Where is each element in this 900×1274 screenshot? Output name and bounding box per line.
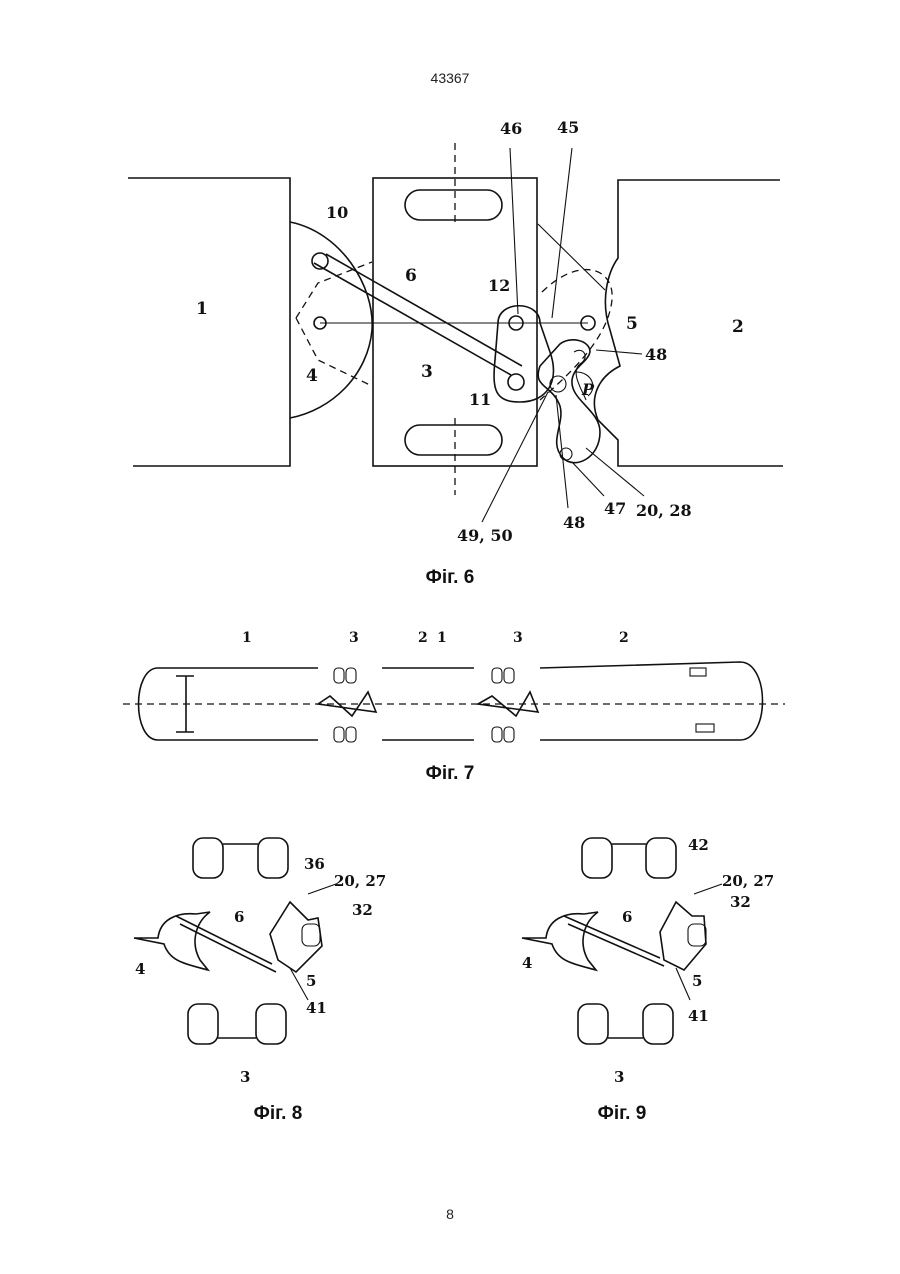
fig8-label-32: 32: [352, 901, 373, 919]
fig8-label-36: 36: [304, 855, 325, 873]
fig7-label-3: 3: [349, 630, 359, 646]
fig6-label-6: 6: [405, 266, 417, 286]
lever-plate: [494, 306, 553, 402]
fig6-label-46: 46: [500, 119, 522, 138]
fig6-label-12: 12: [488, 276, 510, 295]
wheel: [578, 1004, 608, 1044]
bogie-slot-top: [405, 190, 502, 220]
fig7-caption: Фіг. 7: [390, 763, 510, 785]
fig8-label-4: 4: [135, 960, 145, 978]
fig6-label-1: 1: [196, 299, 208, 319]
wheel: [334, 727, 344, 742]
wheel: [582, 838, 612, 878]
wheel: [492, 727, 502, 742]
car-2-body: [594, 180, 783, 466]
fig8-label-5: 5: [306, 972, 316, 990]
wheel: [643, 1004, 673, 1044]
fig8-label-41: 41: [306, 999, 327, 1017]
train-car-2: [540, 662, 763, 740]
fig9-label-4: 4: [522, 954, 532, 972]
fig6-label-4: 4: [306, 366, 318, 386]
fig7-label-1: 1: [242, 630, 252, 646]
wheel: [346, 727, 356, 742]
figure-7-drawing: 1 3 2 1 3 2: [123, 630, 785, 742]
figure-6-drawing: 1 2 3 4 5 6 10 11 12 46 45 48 48 47 20, …: [128, 118, 783, 545]
fig6-label-48-top: 48: [645, 345, 667, 364]
fig7-label-1b: 1: [437, 630, 447, 646]
car-2-line-a: [538, 224, 605, 290]
coupler-hook-47: [538, 340, 600, 463]
end-wheel-bottom: [696, 724, 714, 732]
buffer-32: [302, 924, 320, 946]
fig9-label-42: 42: [688, 836, 709, 854]
fig8-label-3: 3: [240, 1068, 250, 1086]
page-number: 8: [0, 1206, 900, 1222]
fig9-label-41: 41: [688, 1007, 709, 1025]
buffer-32: [688, 924, 706, 946]
leader-20-28: [586, 448, 644, 496]
fig9-label-20-27: 20, 27: [722, 872, 774, 890]
fig9-label-3: 3: [614, 1068, 624, 1086]
bogie-slot-bottom: [405, 425, 502, 455]
figure-8-drawing: 36 20, 27 32 6 4 5 41 3: [134, 838, 386, 1086]
leader-45: [552, 148, 572, 318]
fig6-label-5: 5: [626, 314, 638, 334]
pin-11: [508, 374, 524, 390]
fig8-caption: Фіг. 8: [218, 1103, 338, 1125]
leader-48-top: [596, 350, 642, 354]
fig9-label-6: 6: [622, 908, 632, 926]
fig6-label-45: 45: [557, 118, 579, 137]
leader-47: [572, 462, 604, 496]
leader-41: [676, 968, 690, 1000]
fig6-label-20-28: 20, 28: [636, 501, 692, 520]
link-rod-6-b: [326, 254, 522, 366]
leader-49-50: [482, 392, 548, 522]
wheel: [504, 668, 514, 683]
coupler-head-5: [270, 902, 322, 972]
fig9-caption: Фіг. 9: [562, 1103, 682, 1125]
wheel: [193, 838, 223, 878]
fig6-label-49-50: 49, 50: [457, 526, 513, 545]
leader-46: [510, 148, 518, 314]
car-1-body: [128, 178, 290, 466]
fig7-label-2b: 2: [619, 630, 629, 646]
link-rod-6: [564, 916, 660, 958]
wheel: [188, 1004, 218, 1044]
fig6-label-11: 11: [469, 390, 491, 409]
fig6-label-10: 10: [326, 203, 348, 222]
wheel: [646, 838, 676, 878]
leader-20-27: [694, 884, 722, 894]
coupler-head-4: [522, 912, 598, 970]
fig7-label-2: 2: [418, 630, 428, 646]
link-rod-6b: [180, 924, 276, 972]
fig9-label-5: 5: [692, 972, 702, 990]
fig6-caption: Фіг. 6: [390, 567, 510, 589]
link-rod-6: [176, 916, 272, 964]
wheel: [346, 668, 356, 683]
coupler-head-5: [660, 902, 706, 970]
coupling-plate-4: [290, 222, 372, 418]
fig6-label-47: 47: [604, 499, 626, 518]
fig8-label-6: 6: [234, 908, 244, 926]
fig6-label-3: 3: [421, 362, 433, 382]
fig7-label-3b: 3: [513, 630, 523, 646]
leader-20-27: [308, 884, 336, 894]
wheel: [492, 668, 502, 683]
fig9-label-32: 32: [730, 893, 751, 911]
fig6-label-p: P: [581, 380, 595, 399]
end-wheel-top: [690, 668, 706, 676]
figure-9-drawing: 42 20, 27 32 6 4 5 41 3: [522, 836, 774, 1086]
wheel: [258, 838, 288, 878]
wheel: [334, 668, 344, 683]
wheel: [256, 1004, 286, 1044]
fig6-label-2: 2: [732, 317, 744, 337]
fig6-label-48-bottom: 48: [563, 513, 585, 532]
fig8-label-20-27: 20, 27: [334, 872, 386, 890]
wheel: [504, 727, 514, 742]
